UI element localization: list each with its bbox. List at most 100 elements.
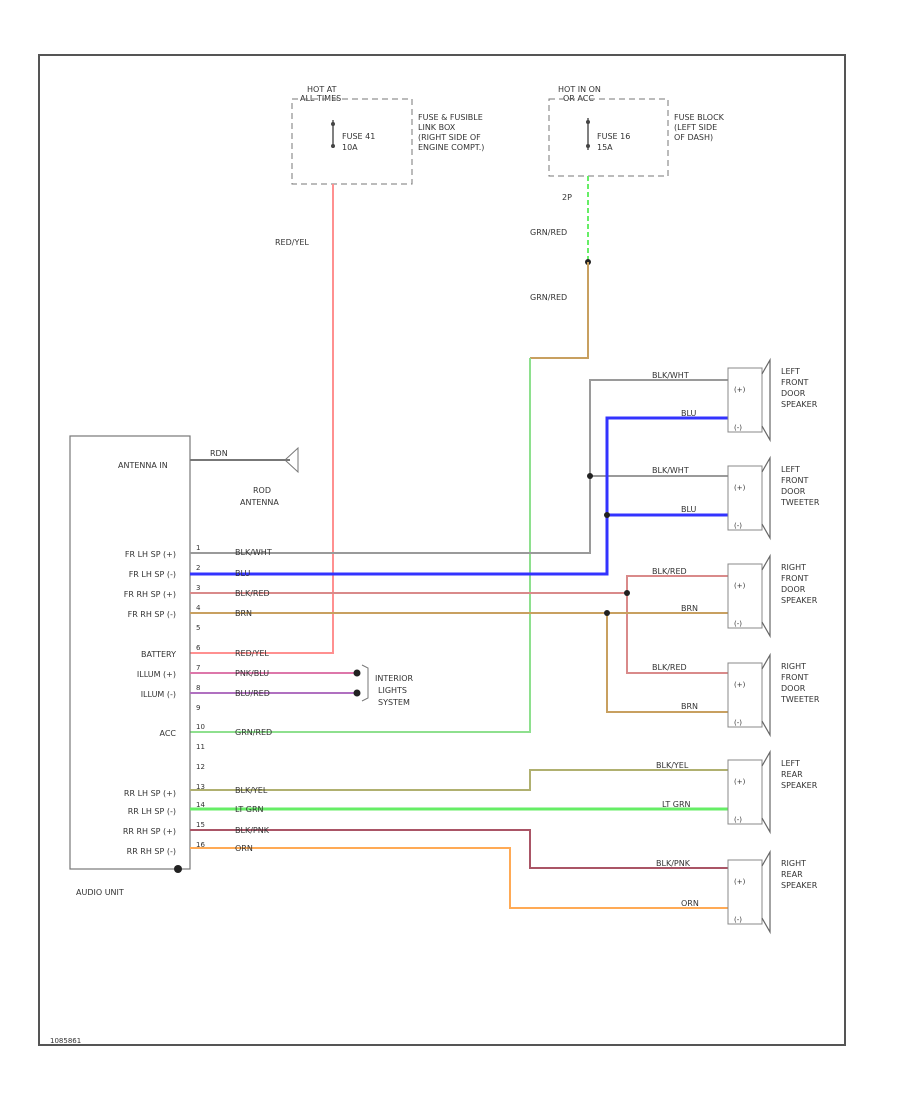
speaker-label-line: SPEAKER: [781, 881, 818, 890]
speaker-label-line: FRONT: [781, 673, 808, 682]
frlh-minus-wire: [190, 416, 728, 576]
fuse-right-terminal-top: [586, 120, 590, 124]
speaker-label-line: LEFT: [781, 465, 800, 474]
pin-label: FR RH SP (+): [124, 590, 176, 599]
rrrh-plus-right-label: BLK/PNK: [656, 859, 691, 868]
rrrh-minus-right-label: ORN: [681, 899, 699, 908]
speaker-connector-box: [727, 465, 763, 531]
speaker-label-line: RIGHT: [781, 563, 806, 572]
speakers: (+) (-) LEFT FRONT DOOR SPEAKER (+) (-) LEFT FRON…: [727, 357, 820, 935]
battery-feed-label: RED/YEL: [275, 238, 309, 247]
pin-label: RR RH SP (-): [127, 847, 176, 856]
pin-number: 16: [196, 841, 205, 849]
frrh-plus-wire-label: BLK/RED: [235, 589, 270, 598]
speaker-cone-icon: [761, 553, 771, 639]
speaker-plus-terminal: (+): [734, 778, 746, 786]
acc-feed-lower-wire: [530, 262, 589, 359]
frlh-plus-spk-wire-label: BLK/WHT: [652, 466, 689, 475]
pin-label: ACC: [159, 729, 176, 738]
pin-number: 9: [196, 704, 200, 712]
pin-number: 14: [196, 801, 205, 809]
illum-minus-terminal: [353, 689, 361, 697]
pin-number: 8: [196, 684, 200, 692]
speaker-plus-terminal: (+): [734, 582, 746, 590]
frlh-plus-top-label: BLK/WHT: [652, 371, 689, 380]
fuse-left-hot-label-1: HOT AT: [307, 85, 337, 94]
speaker-label-line: LEFT: [781, 759, 800, 768]
audio-unit-box: [69, 435, 191, 870]
speaker-connector-box: [727, 563, 763, 629]
fuse-right-location-2: (LEFT SIDE: [674, 123, 717, 132]
interior-lights-connector: INTERIOR LIGHTS SYSTEM: [353, 664, 414, 707]
speaker-label-line: DOOR: [781, 585, 806, 594]
speaker-minus-terminal: (-): [734, 916, 742, 924]
pin-number: 10: [196, 723, 205, 731]
rrlh-minus-right-label: LT GRN: [662, 800, 691, 809]
speaker-label-line: TWEETER: [780, 695, 820, 704]
speaker-label-line: LEFT: [781, 367, 800, 376]
interior-lights-label-1: INTERIOR: [375, 674, 414, 683]
frrh-minus-wire-label: BRN: [235, 609, 252, 618]
fuse-right-name: FUSE 16: [597, 132, 630, 141]
pin-label: FR LH SP (-): [129, 570, 176, 579]
speaker-label-line: FRONT: [781, 574, 808, 583]
pin-number: 1: [196, 544, 200, 552]
pin-label: RR RH SP (+): [123, 827, 176, 836]
antenna-lead-label: RDN: [210, 449, 228, 458]
speaker-connector-box: [727, 367, 763, 433]
rrlh-plus-wire-label: BLK/YEL: [235, 786, 268, 795]
pin-number: 13: [196, 783, 205, 791]
audio-unit-pins: FR LH SP (+)1FR LH SP (-)2FR RH SP (+)3F…: [123, 544, 206, 856]
pin-number: 3: [196, 584, 200, 592]
frrh-minus-top-label: BRN: [681, 604, 698, 613]
pin-label: ILLUM (-): [141, 690, 176, 699]
pin-number: 12: [196, 763, 205, 771]
illum-minus-wire-label: BLU/RED: [235, 689, 270, 698]
pin-label: BATTERY: [141, 650, 176, 659]
speaker-cone-icon: [761, 455, 771, 541]
fuse-left-location-3: (RIGHT SIDE OF: [418, 133, 481, 142]
rrrh-minus-wire: [190, 847, 728, 909]
speaker-label-line: RIGHT: [781, 859, 806, 868]
speaker-label-line: SPEAKER: [781, 400, 818, 409]
speaker-minus-terminal: (-): [734, 719, 742, 727]
antenna-name-2: ANTENNA: [240, 498, 279, 507]
speaker-label-line: RIGHT: [781, 662, 806, 671]
audio-unit-ground-dot: [174, 865, 182, 873]
illum-plus-terminal: [353, 669, 361, 677]
rrrh-plus-wire: [190, 829, 728, 869]
battery-feed-wire: [190, 184, 334, 654]
pin-label: RR LH SP (-): [128, 807, 176, 816]
speaker-connector-box: [727, 759, 763, 825]
speaker-label-line: SPEAKER: [781, 596, 818, 605]
interior-lights-label-3: SYSTEM: [378, 698, 410, 707]
frrh-plus-tw-wire-label: BLK/RED: [652, 663, 687, 672]
antenna-name-1: ROD: [253, 486, 271, 495]
frlh-minus-spk-wire-label: BLU: [681, 505, 697, 514]
rrlh-plus-right-label: BLK/YEL: [656, 761, 689, 770]
fuse-right-location-3: OF DASH): [674, 133, 713, 142]
speaker-connector-box: [727, 859, 763, 925]
frrh-minus-tw-wire: [606, 613, 728, 713]
frrh-minus-splice: [604, 610, 610, 616]
speaker-label-line: REAR: [781, 870, 803, 879]
speaker-label-line: DOOR: [781, 389, 806, 398]
frlh-plus-wire: [190, 379, 728, 554]
fuse-right-terminal-bottom: [586, 144, 590, 148]
frlh-minus-wire-label: BLU: [235, 569, 251, 578]
frrh-plus-splice: [624, 590, 630, 596]
frlh-minus-splice: [604, 512, 610, 518]
audio-unit-name: AUDIO UNIT: [76, 888, 124, 897]
pin-label: FR LH SP (+): [125, 550, 176, 559]
fuse-left-dashed-box: [291, 98, 413, 185]
speaker-label-line: FRONT: [781, 476, 808, 485]
battery-wire-label: RED/YEL: [235, 649, 269, 658]
frlh-plus-wire-label: BLK/WHT: [235, 548, 272, 557]
pin-label: RR LH SP (+): [124, 789, 176, 798]
speaker-cone-icon: [761, 849, 771, 935]
rod-antenna: RDN ROD ANTENNA: [190, 446, 299, 507]
